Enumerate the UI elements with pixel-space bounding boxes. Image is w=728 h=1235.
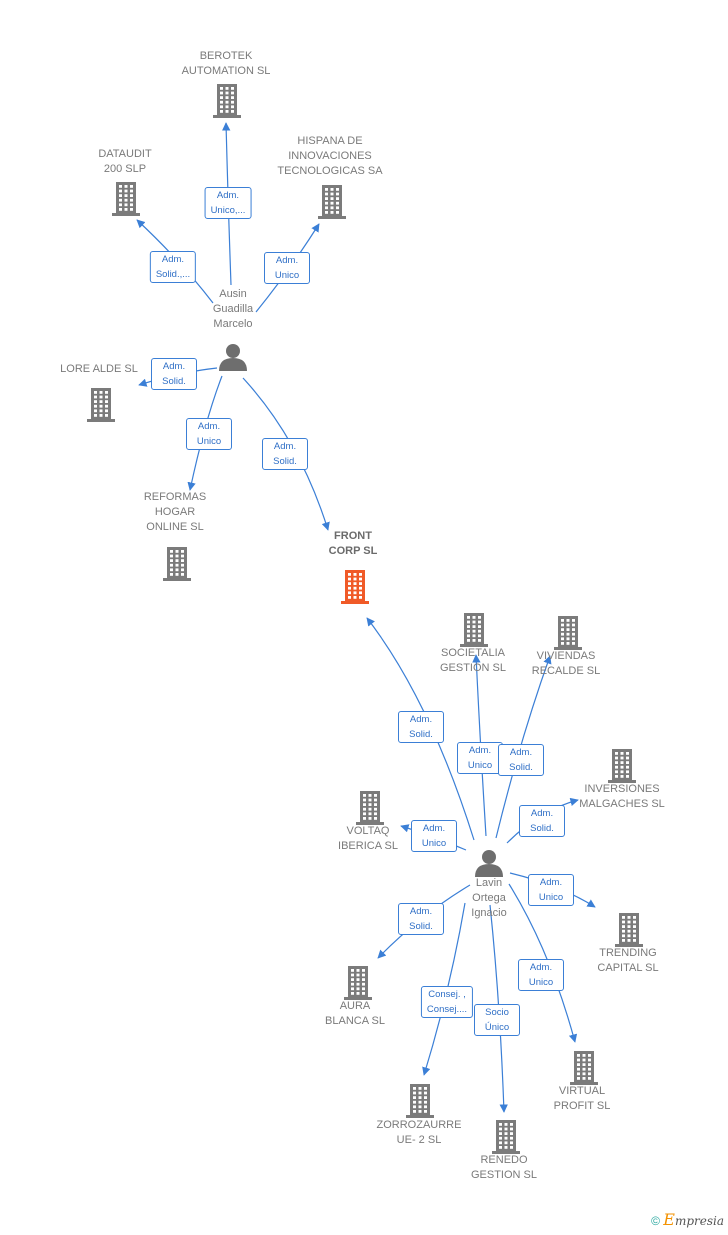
edge-label-ausin-berotek[interactable]: Adm. Unico,... (204, 187, 252, 219)
company-label-berotek[interactable]: BEROTEK AUTOMATION SL (181, 50, 271, 77)
building-icon-renedo[interactable] (492, 1120, 520, 1154)
building-icon-voltaq[interactable] (356, 791, 384, 825)
edge-label-lavin-zorrozaurre[interactable]: Consej. , Consej.... (420, 986, 474, 1018)
edge-label-lavin-front[interactable]: Adm. Solid. (398, 711, 444, 743)
building-icon-trending[interactable] (615, 913, 643, 947)
building-icon-front[interactable] (341, 570, 369, 604)
edge-lavin-viviendas (495, 655, 552, 839)
edge-label-ausin-lorealde[interactable]: Adm. Solid. (151, 358, 197, 390)
person-icon-lavin[interactable] (475, 850, 503, 877)
company-label-dataudit[interactable]: DATAUDIT 200 SLP (98, 148, 152, 175)
company-label-front[interactable]: FRONT CORP SL (328, 530, 378, 557)
company-label-voltaq[interactable]: VOLTAQ IBERICA SL (338, 825, 398, 852)
nodes-layer (87, 84, 643, 1154)
edge-label-ausin-reformas[interactable]: Adm. Unico (186, 418, 232, 450)
building-icon-inversiones[interactable] (608, 749, 636, 783)
edge-label-lavin-renedo[interactable]: Socio Único (474, 1004, 520, 1036)
building-icon-hispana[interactable] (318, 185, 346, 219)
company-label-aura[interactable]: AURA BLANCA SL (325, 1000, 385, 1027)
company-label-hispana[interactable]: HISPANA DE INNOVACIONES TECNOLOGICAS SA (277, 135, 383, 177)
company-label-zorrozaurre[interactable]: ZORROZAURRE UE- 2 SL (376, 1119, 462, 1146)
building-icon-dataudit[interactable] (112, 182, 140, 216)
building-icon-virtual[interactable] (570, 1051, 598, 1085)
edge-label-lavin-aura[interactable]: Adm. Solid. (398, 903, 444, 935)
company-label-trending[interactable]: TRENDING CAPITAL SL (597, 947, 659, 974)
company-label-renedo[interactable]: RENEDO GESTION SL (470, 1154, 538, 1181)
person-label-lavin[interactable]: Lavin Ortega Ignacio (471, 877, 507, 919)
edge-label-lavin-societalia[interactable]: Adm. Unico (457, 742, 503, 774)
watermark: © Empresia (651, 1210, 724, 1229)
company-label-reformas[interactable]: REFORMAS HOGAR ONLINE SL (143, 491, 207, 533)
company-label-societalia[interactable]: SOCIETALIA GESTION SL (439, 647, 507, 674)
building-icon-berotek[interactable] (213, 84, 241, 118)
company-label-viviendas[interactable]: VIVIENDAS RECALDE SL (531, 650, 601, 677)
building-icon-aura[interactable] (344, 966, 372, 1000)
company-label-inversiones[interactable]: INVERSIONES MALGACHES SL (579, 783, 665, 810)
edge-label-lavin-voltaq[interactable]: Adm. Unico (411, 820, 457, 852)
edge-label-lavin-virtual[interactable]: Adm. Unico (518, 959, 564, 991)
person-label-ausin[interactable]: Ausin Guadilla Marcelo (212, 288, 254, 330)
copyright-icon: © (651, 1214, 660, 1228)
brand-name: mpresia (674, 1214, 724, 1228)
edge-label-lavin-inversiones[interactable]: Adm. Solid. (519, 805, 565, 837)
edge-lavin-virtual (508, 883, 578, 1043)
edge-label-ausin-dataudit[interactable]: Adm. Solid.,... (149, 251, 197, 283)
brand-initial: E (663, 1210, 675, 1229)
building-icon-viviendas[interactable] (554, 616, 582, 650)
building-icon-societalia[interactable] (460, 613, 488, 647)
building-icon-reformas[interactable] (163, 547, 191, 581)
edge-label-lavin-viviendas[interactable]: Adm. Solid. (498, 744, 544, 776)
company-label-lorealde[interactable]: LORE ALDE SL (60, 363, 138, 375)
edge-label-ausin-hispana[interactable]: Adm. Unico (264, 252, 310, 284)
edge-label-lavin-trending[interactable]: Adm. Unico (528, 874, 574, 906)
building-icon-lorealde[interactable] (87, 388, 115, 422)
person-icon-ausin[interactable] (219, 344, 247, 371)
edge-label-ausin-front[interactable]: Adm. Solid. (262, 438, 308, 470)
building-icon-zorrozaurre[interactable] (406, 1084, 434, 1118)
company-label-virtual[interactable]: VIRTUAL PROFIT SL (553, 1085, 611, 1112)
